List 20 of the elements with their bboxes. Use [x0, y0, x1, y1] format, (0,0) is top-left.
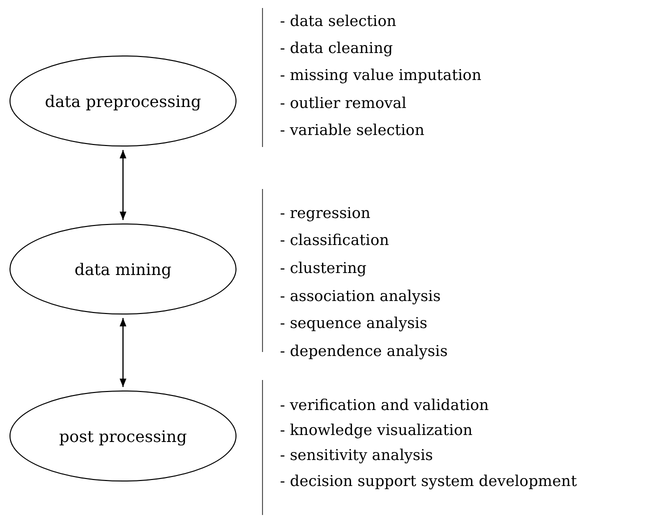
- list-item: - knowledge visualization: [280, 420, 473, 440]
- list-item: - sensitivity analysis: [280, 445, 433, 465]
- double-arrow: [120, 150, 126, 220]
- double-arrow: [120, 318, 126, 387]
- node-label: post processing: [59, 426, 187, 446]
- list-item: - clustering: [280, 258, 367, 278]
- list-item: - classification: [280, 230, 390, 250]
- node-label: data preprocessing: [44, 92, 202, 110]
- list-item: - outlier removal: [280, 93, 406, 113]
- list-item: - sequence analysis: [280, 313, 428, 333]
- list-item: - data selection: [280, 11, 396, 31]
- list-item: - association analysis: [280, 286, 441, 306]
- list-item: - data cleaning: [280, 38, 393, 58]
- list-item: - verification and validation: [280, 395, 489, 415]
- list-item: - variable selection: [280, 120, 424, 140]
- list-item: - decision support system development: [280, 471, 577, 491]
- list-item: - dependence analysis: [280, 341, 448, 361]
- list-item: - regression: [280, 203, 370, 223]
- list-item: - missing value imputation: [280, 65, 482, 85]
- node-label: data mining: [74, 260, 172, 278]
